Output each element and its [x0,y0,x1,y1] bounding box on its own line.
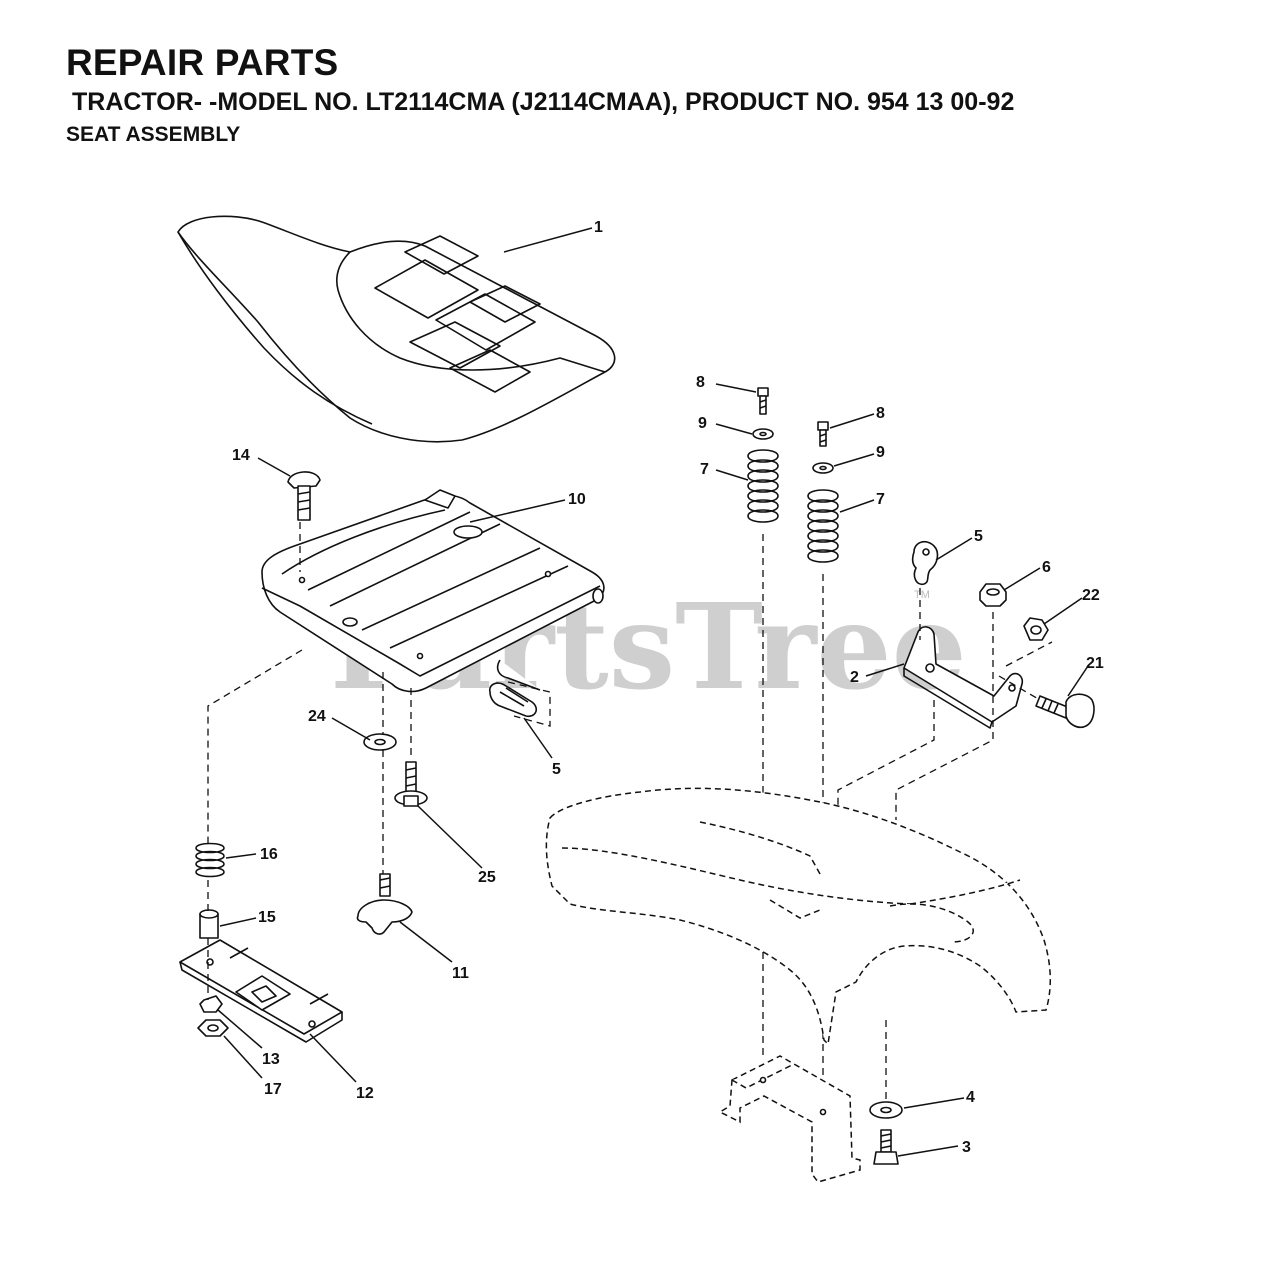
clip-icon [488,681,551,727]
callout-16: 16 [260,846,278,863]
screw-icon-2 [817,421,829,447]
bolt-icon [873,1129,899,1165]
carriage-bolt-icon [287,471,321,521]
callout-22: 22 [1082,587,1100,604]
assembly-lines-left [207,522,412,1000]
callout-1: 1 [594,219,603,236]
callout-labels: 1 2 3 4 5 5 6 7 7 8 8 9 9 10 11 12 13 14… [232,219,1104,1156]
callout-5a: 5 [552,761,561,778]
callout-12: 12 [356,1085,374,1102]
callout-4: 4 [966,1089,975,1106]
callout-3: 3 [962,1139,971,1156]
callout-17: 17 [264,1081,282,1098]
nut-icon-2 [979,583,1007,607]
washer-icon-3 [812,462,834,474]
callout-8a: 8 [696,374,705,391]
seat-icon [177,215,616,443]
shoulder-bolt-icon [1035,693,1095,729]
callout-11: 11 [452,965,469,982]
flange-bolt-icon [394,761,428,807]
callout-15: 15 [258,909,276,926]
callout-24: 24 [308,708,326,725]
model-subtitle: TRACTOR- -MODEL NO. LT2114CMA (J2114CMAA… [72,88,1015,116]
callout-14: 14 [232,447,250,464]
callout-13: 13 [262,1051,280,1068]
washer-icon-4 [869,1101,903,1119]
callout-10: 10 [568,491,586,508]
callout-5b: 5 [974,528,983,545]
knob-icon [356,873,413,935]
screw-icon [757,387,769,415]
washer-icon-2 [752,428,774,440]
callout-8b: 8 [876,405,885,422]
bushing-icon [199,909,219,939]
callout-7a: 7 [700,461,709,478]
lock-nut-icon [1023,617,1049,641]
callout-25: 25 [478,869,496,886]
spring-icon [195,842,225,878]
spring-icon-2 [747,449,779,523]
spacer-icon [199,995,223,1013]
hitch-bracket-outline [718,1055,861,1183]
callout-9b: 9 [876,444,885,461]
clip-icon-2 [911,540,939,586]
washer-icon [363,733,397,751]
page-title: REPAIR PARTS [66,42,339,83]
fender-outline [545,787,1052,1046]
callout-21: 21 [1086,655,1104,672]
leader-lines [217,227,1089,1157]
watermark-tm: TM [914,589,930,601]
spring-icon-3 [807,489,839,563]
callout-7b: 7 [876,491,885,508]
section-title: SEAT ASSEMBLY [66,123,241,146]
callout-2: 2 [850,669,859,686]
nut-icon [197,1019,229,1037]
seat-pan-icon [261,489,605,693]
callout-6: 6 [1042,559,1051,576]
callout-9a: 9 [698,415,707,432]
